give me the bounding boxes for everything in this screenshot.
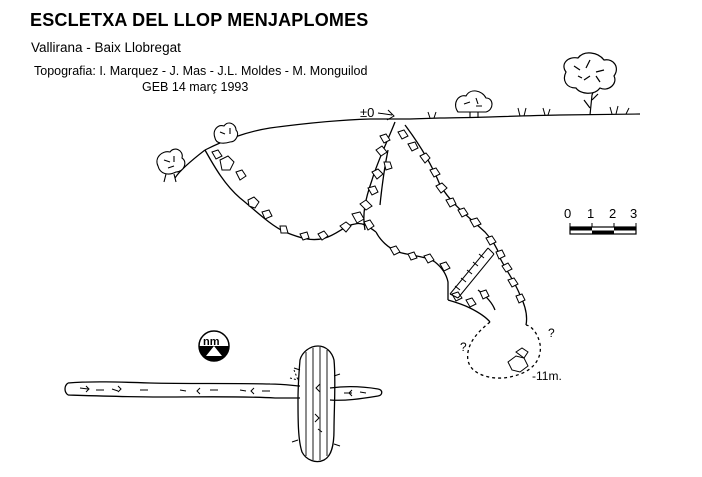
entrance-depth-label: ±0	[360, 105, 374, 120]
cave-plan-view	[64, 345, 383, 463]
scale-tick-0: 0	[564, 206, 571, 221]
bush-icon	[455, 90, 493, 118]
bush-icon-left-lower	[156, 148, 186, 183]
entrance-arrow	[377, 109, 395, 121]
bush-icon-left-upper	[213, 122, 239, 144]
group-and-date: GEB 14 març 1993	[142, 80, 249, 94]
unknown-passage-mark-right: ?	[548, 326, 555, 340]
survey-credits: Topografia: I. Marquez - J. Mas - J.L. M…	[34, 64, 368, 78]
grass-tufts	[427, 105, 630, 119]
tree-icon	[563, 52, 617, 116]
scale-tick-1: 1	[587, 206, 594, 221]
unknown-passage-mark-left: ?	[460, 340, 467, 354]
max-depth-label: -11m.	[532, 369, 562, 383]
scale-bar: 0 1 2 3	[564, 206, 637, 235]
north-logo: nm	[198, 330, 230, 362]
scale-tick-2: 2	[609, 206, 616, 221]
section-hatch	[449, 247, 495, 299]
survey-title: ESCLETXA DEL LLOP MENJAPLOMES	[30, 10, 369, 30]
surface-line	[174, 113, 641, 179]
location-subtitle: Vallirana - Baix Llobregat	[31, 40, 181, 55]
north-logo-text: nm	[203, 336, 220, 348]
rubble-blocks	[211, 129, 529, 373]
scale-tick-3: 3	[630, 206, 637, 221]
